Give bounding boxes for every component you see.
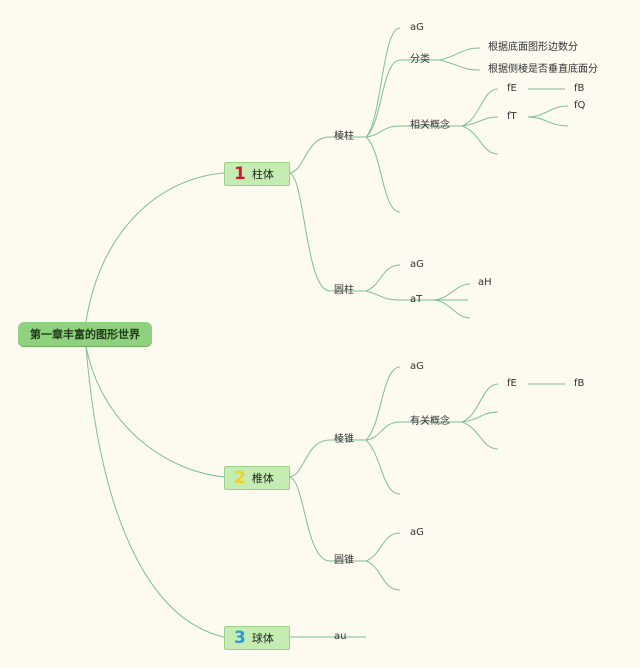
node-fenlei[interactable]: 分类 — [410, 54, 430, 65]
main-topic-label: 球体 — [251, 632, 274, 645]
subtopic-lengzhu[interactable]: 棱柱 — [334, 131, 354, 142]
topic-number-3: 3 — [234, 628, 246, 648]
node-yuanzhu-at[interactable]: aT — [410, 294, 423, 305]
node-yuanzhui-ag[interactable]: aG — [410, 527, 424, 538]
main-topic-zhuti[interactable]: 1 柱体 — [224, 162, 290, 186]
node-lengzhu-fq[interactable]: fQ — [574, 100, 586, 111]
root-topic[interactable]: 第一章丰富的图形世界 — [18, 322, 152, 346]
node-lengzhui-fe[interactable]: fE — [507, 378, 517, 389]
node-lengzhu-ft[interactable]: fT — [507, 111, 517, 122]
node-lengzhu-fb[interactable]: fB — [574, 83, 585, 94]
node-yuanzhu-ag[interactable]: aG — [410, 259, 424, 270]
main-topic-qiuti[interactable]: 3 球体 — [224, 626, 290, 650]
subtopic-lengzhui[interactable]: 棱锥 — [334, 434, 354, 445]
node-fenlei-by-sides[interactable]: 根据底面图形边数分 — [488, 42, 578, 53]
root-topic-label: 第一章丰富的图形世界 — [30, 328, 140, 341]
topic-number-1: 1 — [234, 164, 246, 184]
main-topic-label: 柱体 — [251, 168, 274, 181]
node-lengzhui-ag[interactable]: aG — [410, 361, 424, 372]
node-yuanzhu-ah[interactable]: aH — [478, 277, 492, 288]
node-xiangguan-gainian[interactable]: 相关概念 — [410, 120, 450, 131]
node-lengzhu-fe[interactable]: fE — [507, 83, 517, 94]
subtopic-yuanzhu[interactable]: 圆柱 — [334, 285, 354, 296]
main-topic-zhuiti[interactable]: 2 椎体 — [224, 466, 290, 490]
node-lengzhu-ag[interactable]: aG — [410, 22, 424, 33]
subtopic-au[interactable]: au — [334, 631, 347, 642]
topic-number-2: 2 — [234, 468, 246, 488]
subtopic-yuanzhui[interactable]: 圆锥 — [334, 555, 354, 566]
main-topic-label: 椎体 — [251, 472, 274, 485]
node-lengzhui-fb[interactable]: fB — [574, 378, 585, 389]
node-fenlei-by-edges[interactable]: 根据侧棱是否垂直底面分 — [488, 64, 598, 75]
node-youguan-gainian[interactable]: 有关概念 — [410, 416, 450, 427]
